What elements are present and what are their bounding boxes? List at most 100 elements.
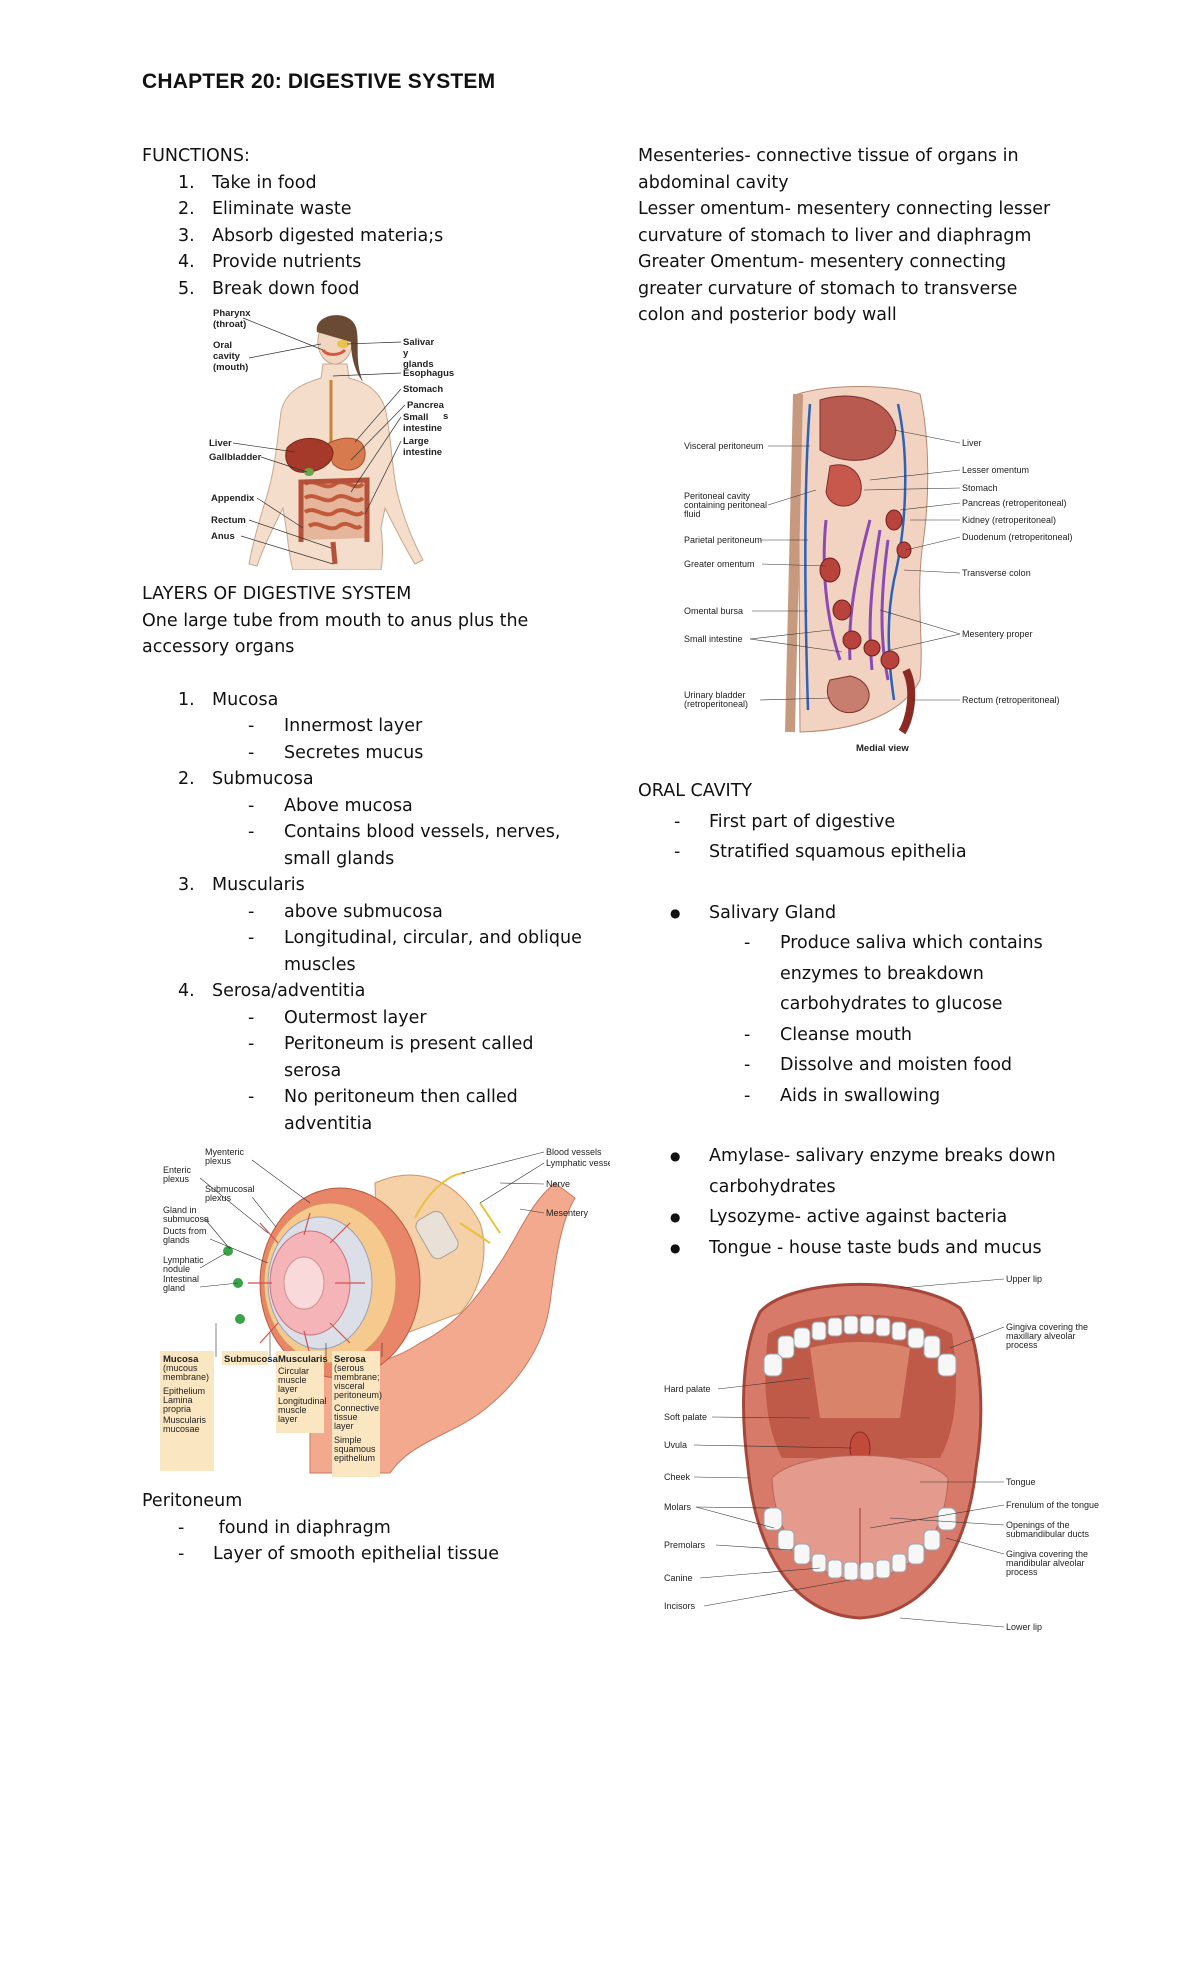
figure-label: Myenteric — [205, 1147, 245, 1157]
oral-cavity-heading: ORAL CAVITY — [638, 781, 753, 801]
figure-label: Hard palate — [664, 1384, 711, 1394]
figure-label: Longitudinal — [278, 1396, 327, 1406]
figure-label: Stomach — [962, 483, 998, 493]
list-item: Layer of smooth epithelial tissue — [142, 1541, 582, 1568]
figure-label: Liver — [962, 438, 982, 448]
figure-label: Anus — [211, 531, 235, 542]
list-item: above submucosa — [142, 899, 582, 926]
figure-label: Ducts from — [163, 1226, 207, 1236]
figure-label: glands — [403, 359, 434, 370]
list-item: Lysozyme- active against bacteria — [638, 1202, 1078, 1233]
list-item: 1.Take in food — [178, 172, 317, 193]
figure-label: Appendix — [211, 493, 255, 504]
list-item: Above mucosa — [142, 793, 582, 820]
figure-label: layer — [334, 1421, 354, 1431]
figure-label: Mesentery proper — [962, 629, 1033, 639]
list-item: First part of digestive — [638, 807, 1078, 838]
figure-label: Molars — [664, 1502, 692, 1512]
figure-label: Muscularis — [163, 1415, 207, 1425]
figure-label: Urinary bladder — [684, 690, 746, 700]
label-pharynx: Pharynx — [213, 308, 251, 319]
figure-label: Canine — [664, 1573, 693, 1583]
figure-label: Gingiva covering the — [1006, 1322, 1088, 1332]
figure-label: Small intestine — [684, 634, 743, 644]
figure-label: y — [403, 348, 409, 359]
figure-label: Tongue — [1006, 1477, 1036, 1487]
figure-label: (mucous — [163, 1363, 198, 1373]
figure-label: Lesser omentum — [962, 465, 1029, 475]
layers-section: LAYERS OF DIGESTIVE SYSTEM One large tub… — [142, 581, 582, 1137]
figure-label: (serous — [334, 1363, 365, 1373]
figure-label: Circular — [278, 1366, 309, 1376]
figure-label: Rectum — [211, 515, 246, 526]
figure-label: plexus — [205, 1156, 232, 1166]
figure-label: Submucosa — [224, 1354, 279, 1365]
figure-label: Pancrea — [407, 400, 445, 411]
list-item: Contains blood vessels, nerves, small gl… — [142, 819, 582, 872]
figure-label: process — [1006, 1340, 1038, 1350]
oral-cavity-section: ORAL CAVITY First part of digestive Stra… — [638, 776, 1078, 1263]
list-item: Aids in swallowing — [638, 1081, 1078, 1112]
figure-label: intestine — [403, 447, 442, 458]
lesser-omentum-text: Lesser omentum- mesentery connecting les… — [638, 199, 1051, 246]
figure-label: Rectum (retroperitoneal) — [962, 695, 1060, 705]
figure-label: Small — [403, 412, 428, 423]
list-item: Outermost layer — [142, 1005, 582, 1032]
mesenteries-text: Mesenteries- connective tissue of organs… — [638, 146, 1019, 193]
figure-label: Submucosal — [205, 1184, 255, 1194]
figure-label: muscle — [278, 1405, 307, 1415]
list-item: Secretes mucus — [142, 740, 582, 767]
list-item: Dissolve and moisten food — [638, 1050, 1078, 1081]
figure-label: peritoneum) — [334, 1390, 382, 1400]
page-title: CHAPTER 20: DIGESTIVE SYSTEM — [142, 70, 496, 93]
list-item: Innermost layer — [142, 713, 582, 740]
figure-label: Lamina — [163, 1395, 193, 1405]
figure-label: mandibular alveolar — [1006, 1558, 1085, 1568]
figure-caption: Medial view — [856, 743, 909, 754]
figure-label: fluid — [684, 509, 701, 519]
figure-label: s — [443, 411, 448, 422]
figure-label: mucosae — [163, 1424, 200, 1434]
figure-label: Oral — [213, 340, 232, 351]
figure-label: Frenulum of the tongue — [1006, 1500, 1099, 1510]
list-item: Stratified squamous epithelia — [638, 837, 1078, 868]
figure-label: Gingiva covering the — [1006, 1549, 1088, 1559]
peritoneum-section: Peritoneum found in diaphragm Layer of s… — [142, 1488, 582, 1568]
list-item: Salivary Gland — [638, 898, 1078, 929]
figure-label: Duodenum (retroperitoneal) — [962, 532, 1073, 542]
figure-label: gland — [163, 1283, 185, 1293]
figure-label: Lymphatic — [163, 1255, 204, 1265]
figure-label: Parietal peritoneum — [684, 535, 762, 545]
figure-label: (retroperitoneal) — [684, 699, 748, 709]
figure-label: Intestinal — [163, 1274, 199, 1284]
figure-label: Connective — [334, 1403, 379, 1413]
figure-label: Uvula — [664, 1440, 687, 1450]
figure-label: Omental bursa — [684, 606, 743, 616]
figure-label: Transverse colon — [962, 568, 1031, 578]
figure-label: Blood vessels — [546, 1147, 602, 1157]
greater-omentum-text: Greater Omentum- mesentery connecting gr… — [638, 252, 1018, 325]
figure-label: submandibular ducts — [1006, 1529, 1090, 1539]
figure-label: Salivar — [403, 337, 434, 348]
list-item: 5.Break down food — [178, 278, 360, 299]
list-item: Tongue - house taste buds and mucus — [638, 1233, 1078, 1264]
mesenteries-section: Mesenteries- connective tissue of organs… — [638, 143, 1068, 329]
figure-label: squamous — [334, 1444, 376, 1454]
figure-label: layer — [278, 1384, 298, 1394]
figure-label: Enteric — [163, 1165, 192, 1175]
figure-label: containing peritoneal — [684, 500, 767, 510]
functions-section: FUNCTIONS: 1.Take in food 2.Eliminate wa… — [142, 143, 582, 302]
figure-label: membrane) — [163, 1372, 209, 1382]
figure-label: Large — [403, 436, 429, 447]
figure-label: Greater omentum — [684, 559, 755, 569]
figure-label: submucosa — [163, 1214, 209, 1224]
figure-label: Lower lip — [1006, 1622, 1042, 1632]
figure-label: membrane; — [334, 1372, 380, 1382]
list-item: 3.Muscularis — [178, 875, 305, 895]
figure-label: Openings of the — [1006, 1520, 1070, 1530]
figure-label: Simple — [334, 1435, 362, 1445]
list-item: 2.Eliminate waste — [178, 199, 352, 219]
list-item: 4.Provide nutrients — [178, 252, 362, 272]
figure-label: Pancreas (retroperitoneal) — [962, 498, 1067, 508]
list-item: 1.Mucosa — [178, 689, 279, 710]
